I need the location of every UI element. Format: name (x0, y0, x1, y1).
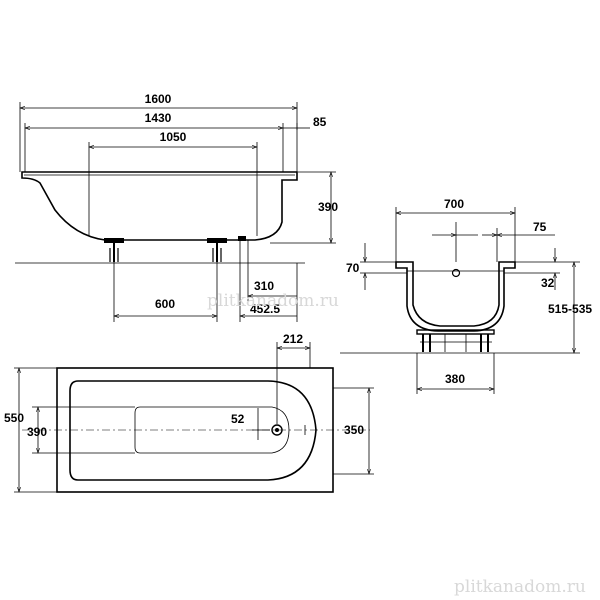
dim-inner-390: 390 (27, 425, 47, 439)
top-view: 212 52 550 390 350 (4, 332, 374, 493)
dim-drain-452-5: 452.5 (250, 302, 280, 316)
side-legs (104, 236, 246, 262)
dim-depth-390: 390 (318, 200, 338, 214)
dim-offset-75: 75 (533, 220, 547, 234)
top-basin-outline (69, 380, 317, 481)
dim-rim-85: 85 (313, 115, 327, 129)
dim-drain-52: 52 (231, 412, 245, 426)
dim-length-1600: 1600 (145, 92, 172, 106)
dim-feet-380: 380 (445, 372, 465, 386)
dim-inner-350: 350 (344, 423, 364, 437)
dim-height-515-535: 515-535 (548, 302, 592, 316)
top-drain-icon (271, 424, 283, 436)
watermark-center: plitkanadom.ru (207, 291, 339, 311)
dim-length-1430: 1430 (145, 111, 172, 125)
end-overflow-icon (451, 268, 461, 278)
end-view: 700 75 70 (340, 197, 592, 394)
watermark-bottom: plitkanadom.ru (454, 577, 586, 597)
dim-width-550: 550 (4, 411, 24, 425)
dim-feet-600: 600 (155, 297, 175, 311)
end-support-frame (416, 329, 495, 352)
dim-drain-212: 212 (283, 332, 303, 346)
dim-drain-310: 310 (254, 279, 274, 293)
side-tub-outline (21, 171, 298, 241)
top-bottom-pad (134, 406, 290, 454)
dim-rim-70: 70 (346, 261, 360, 275)
dim-length-1050: 1050 (160, 130, 187, 144)
dim-drain-32: 32 (541, 276, 555, 290)
end-tub-outline (395, 261, 516, 332)
dim-width-700: 700 (444, 197, 464, 211)
side-view: 1600 1430 85 1050 390 (15, 92, 338, 322)
